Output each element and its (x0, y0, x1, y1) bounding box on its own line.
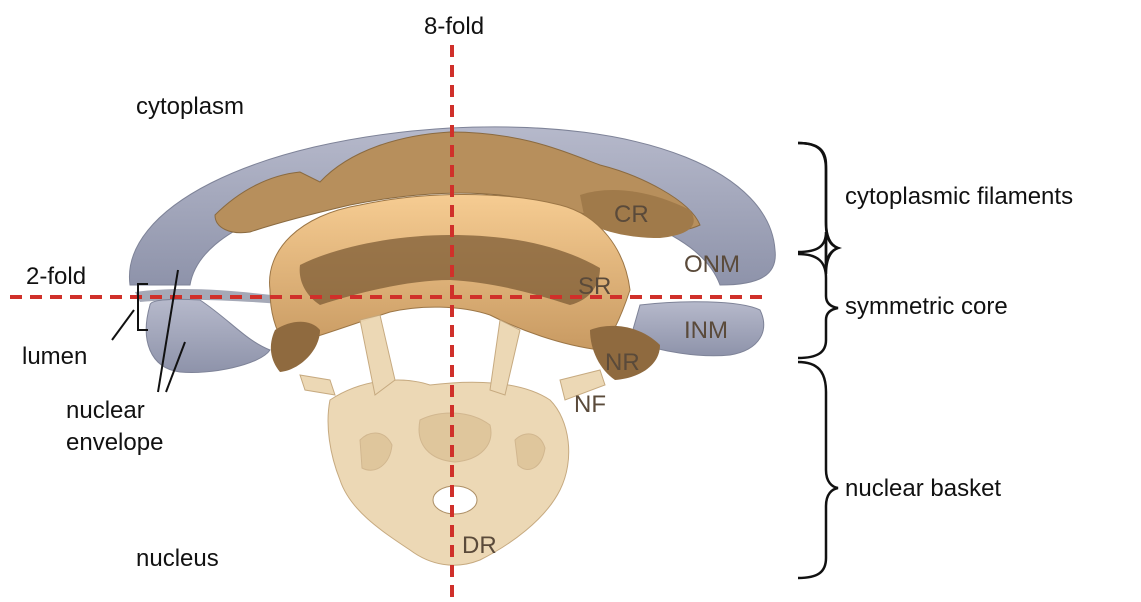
lumen-label: lumen (22, 343, 87, 370)
cytoplasmic-filaments-label: cytoplasmic filaments (845, 183, 1073, 210)
label-sr: SR (578, 273, 611, 300)
label-cr: CR (614, 201, 649, 228)
label-inm: INM (684, 317, 728, 344)
nuclear-envelope-label-line2: envelope (66, 429, 163, 456)
eightfold-axis-label: 8-fold (424, 13, 484, 40)
symmetric-core-label: symmetric core (845, 293, 1008, 320)
twofold-axis-label: 2-fold (26, 263, 86, 290)
label-dr: DR (462, 532, 497, 559)
bracket-nuclear-basket (798, 362, 838, 578)
bracket-symmetric-core (798, 254, 838, 358)
nucleus-label: nucleus (136, 545, 219, 572)
inner-nuclear-membrane (146, 299, 270, 372)
right-brackets (798, 143, 838, 578)
cytoplasm-label: cytoplasm (136, 93, 244, 120)
nuclear-basket-label: nuclear basket (845, 475, 1001, 502)
label-nf: NF (574, 391, 606, 418)
label-onm: ONM (684, 251, 740, 278)
nuclear-envelope-label-line1: nuclear (66, 397, 145, 424)
label-nr: NR (605, 349, 640, 376)
